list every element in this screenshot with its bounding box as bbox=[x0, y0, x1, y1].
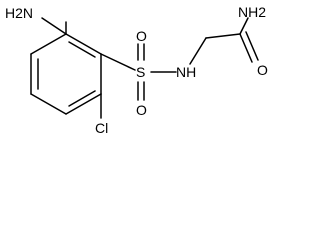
ring-bond-c3-c4 bbox=[65, 93, 102, 115]
benzene-ring bbox=[30, 33, 102, 115]
bond-ring-nh2-diag bbox=[41, 17, 67, 35]
bond-carbonyl-c-o-a bbox=[239, 33, 253, 63]
ring-double-bond-c3-c4 bbox=[68, 90, 96, 107]
bond-carbonyl-c-nh2 bbox=[239, 17, 249, 35]
ring-double-bond-c1-c2 bbox=[68, 41, 96, 58]
bond-ch2-carbonyl-c bbox=[205, 33, 241, 39]
bond-nh-ch2 bbox=[189, 37, 207, 65]
ring-bond-c1-c2 bbox=[65, 33, 102, 55]
ring-bond-c6-c1 bbox=[30, 33, 67, 55]
atom-label-sulfonyl-o-bottom: O bbox=[136, 102, 147, 118]
atom-label-amino-ring: H2N bbox=[5, 5, 33, 21]
atom-label-amide-nh2: NH2 bbox=[238, 4, 266, 20]
ring-bond-c4-c5 bbox=[30, 93, 67, 115]
structural-formula: H2N S O O NH NH2 O Cl bbox=[5, 4, 268, 136]
atom-label-chlorine: Cl bbox=[95, 120, 108, 136]
atom-label-sulfonamide-nh: NH bbox=[176, 64, 196, 80]
atom-label-sulfonyl-o-top: O bbox=[136, 28, 147, 44]
bond-carbonyl-c-o-b bbox=[245, 31, 259, 61]
bond-ring-s bbox=[100, 53, 136, 71]
atom-label-carbonyl-o: O bbox=[257, 62, 268, 78]
atom-label-sulfur: S bbox=[136, 64, 145, 80]
